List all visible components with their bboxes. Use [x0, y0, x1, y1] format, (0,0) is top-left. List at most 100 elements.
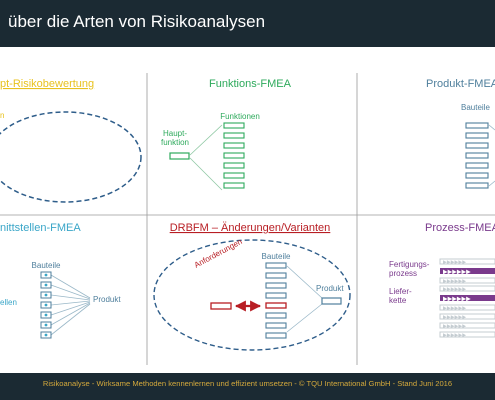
process-step-row: [439, 331, 495, 338]
panel-konzept: pt-Risikobewertung n: [0, 78, 142, 203]
header-bar: über die Arten von Risikoanalysen: [0, 0, 495, 47]
funktion-label-top: Funktionen: [220, 112, 260, 121]
process-step-arrows: ▶▶▶▶▶▶: [443, 306, 466, 312]
process-step-row: [439, 304, 495, 311]
panel-konzept-title: pt-Risikobewertung: [0, 78, 94, 90]
funktion-box: [223, 122, 245, 129]
interface-dot: [44, 293, 48, 297]
funktion-box: [223, 152, 245, 159]
drbfm-label-top: Bauteile: [262, 252, 291, 261]
drbfm-label-right: Produkt: [316, 284, 344, 293]
bauteil-box: [465, 152, 489, 159]
funktion-fan-line-top: [189, 124, 223, 156]
interface-dot: [44, 283, 48, 287]
drbfm-fan-line-bottom: [286, 303, 323, 333]
panel-drbfm: DRBFM – Änderungen/Varianten Anforderung…: [153, 222, 351, 351]
interface-dot: [44, 303, 48, 307]
interface-dot: [44, 273, 48, 277]
risk-analysis-diagram: pt-Risikobewertung n Funktions-FMEA Funk…: [0, 73, 495, 365]
process-chain-arrows: ▶▶▶▶▶▶: [443, 296, 471, 303]
bauteil-box: [465, 122, 489, 129]
process-step-arrows: ▶▶▶▶▶▶: [443, 315, 466, 321]
schnittstelle-bauteil-box: [40, 281, 52, 289]
schnittstelle-bauteil-box: [40, 291, 52, 299]
schnittstelle-fan-line: [50, 302, 91, 326]
funktion-box: [223, 132, 245, 139]
drbfm-label-arc: Anforderungen: [193, 237, 244, 270]
produkt-fan-line: [488, 124, 495, 131]
drbfm-bauteil-box: [265, 322, 287, 329]
drbfm-changed-bauteil-box: [265, 302, 287, 309]
process-grey-row: ▶▶▶▶▶▶: [439, 331, 495, 339]
bauteil-box: [465, 182, 489, 189]
bauteil-box: [465, 172, 489, 179]
bauteil-box: [465, 162, 489, 169]
process-step-row: [439, 277, 495, 284]
schnittstelle-bauteil-box: [40, 331, 52, 339]
process-chain-arrows: ▶▶▶▶▶▶: [443, 269, 471, 276]
prozess-label-2-line-2: kette: [389, 296, 407, 305]
bauteil-box: [465, 132, 489, 139]
process-grey-row: ▶▶▶▶▶▶: [439, 277, 495, 285]
schnittstelle-fan-line: [50, 294, 91, 301]
konzept-ellipse: [0, 111, 142, 203]
process-chain-bar: [440, 295, 495, 301]
process-grey-row: ▶▶▶▶▶▶: [439, 322, 495, 330]
funktion-label-left-2: funktion: [161, 138, 189, 147]
interface-dot: [44, 323, 48, 327]
schnittstelle-label-right: Produkt: [93, 295, 121, 304]
produkt-fan-line: [488, 180, 495, 187]
process-step-arrows: ▶▶▶▶▶▶: [443, 333, 466, 339]
panel-funktion: Funktions-FMEA Funktionen Haupt- funktio…: [161, 78, 292, 191]
drbfm-bauteil-box: [265, 332, 287, 339]
produkt-label-top: Bauteile: [461, 103, 490, 112]
schnittstelle-fan-line: [50, 300, 91, 306]
drbfm-bauteil-box: [265, 292, 287, 299]
panel-produkt: Produkt-FMEA Bauteile: [426, 78, 495, 189]
process-step-arrows: ▶▶▶▶▶▶: [443, 324, 466, 330]
drbfm-produkt-box: [321, 297, 342, 305]
drbfm-ellipse: [153, 239, 351, 351]
process-grey-row: ▶▶▶▶▶▶: [439, 304, 495, 312]
process-grey-row: ▶▶▶▶▶▶: [439, 313, 495, 321]
process-step-arrows: ▶▶▶▶▶▶: [443, 279, 466, 285]
schnittstelle-bauteil-box: [40, 301, 52, 309]
process-chain-row: ▶▶▶▶▶▶: [440, 295, 495, 303]
process-step-row: [439, 322, 495, 329]
schnittstelle-fan-line: [50, 284, 91, 300]
footer-text: Risikoanalyse - Wirksame Methoden kennen…: [42, 379, 453, 388]
schnittstelle-bauteil-box: [40, 271, 52, 279]
schnittstelle-fan-line: [50, 301, 91, 316]
drbfm-fan-line-top: [286, 265, 323, 299]
schnittstelle-bauteil-box: [40, 321, 52, 329]
process-step-row: [439, 258, 495, 265]
funktion-box: [223, 142, 245, 149]
process-chain-row: ▶▶▶▶▶▶: [440, 268, 495, 276]
process-step-row: [439, 285, 495, 292]
process-step-arrows: ▶▶▶▶▶▶: [443, 287, 466, 293]
funktion-label-left-1: Haupt-: [163, 129, 187, 138]
drbfm-variant-box: [210, 302, 232, 310]
panel-funktion-title: Funktions-FMEA: [209, 78, 292, 90]
prozess-label-1-line-1: Fertigungs-: [389, 260, 430, 269]
drbfm-bauteil-box: [265, 262, 287, 269]
bauteil-box: [465, 142, 489, 149]
funktion-fan-line-bottom: [189, 157, 223, 191]
hauptfunktion-box: [169, 152, 190, 160]
process-grey-row: ▶▶▶▶▶▶: [439, 285, 495, 293]
process-step-row: [439, 313, 495, 320]
panel-produkt-title: Produkt-FMEA: [426, 78, 495, 90]
drbfm-bauteil-box: [265, 282, 287, 289]
process-chain-bar: [440, 268, 495, 274]
schnittstelle-label-top: Bauteile: [32, 261, 61, 270]
prozess-label-1-line-2: prozess: [389, 269, 417, 278]
funktion-box: [223, 162, 245, 169]
interface-dot: [44, 333, 48, 337]
panel-prozess: Prozess-FMEA Fertigungs- prozess Liefer-…: [389, 222, 495, 339]
slide-title: über die Arten von Risikoanalysen: [8, 12, 266, 31]
process-grey-row: ▶▶▶▶▶▶: [439, 258, 495, 266]
panel-schnittstelle: nittstellen-FMEA Bauteile Produkt ellen: [0, 222, 121, 339]
drbfm-bauteil-box: [265, 312, 287, 319]
schnittstelle-fan-line: [50, 303, 91, 336]
